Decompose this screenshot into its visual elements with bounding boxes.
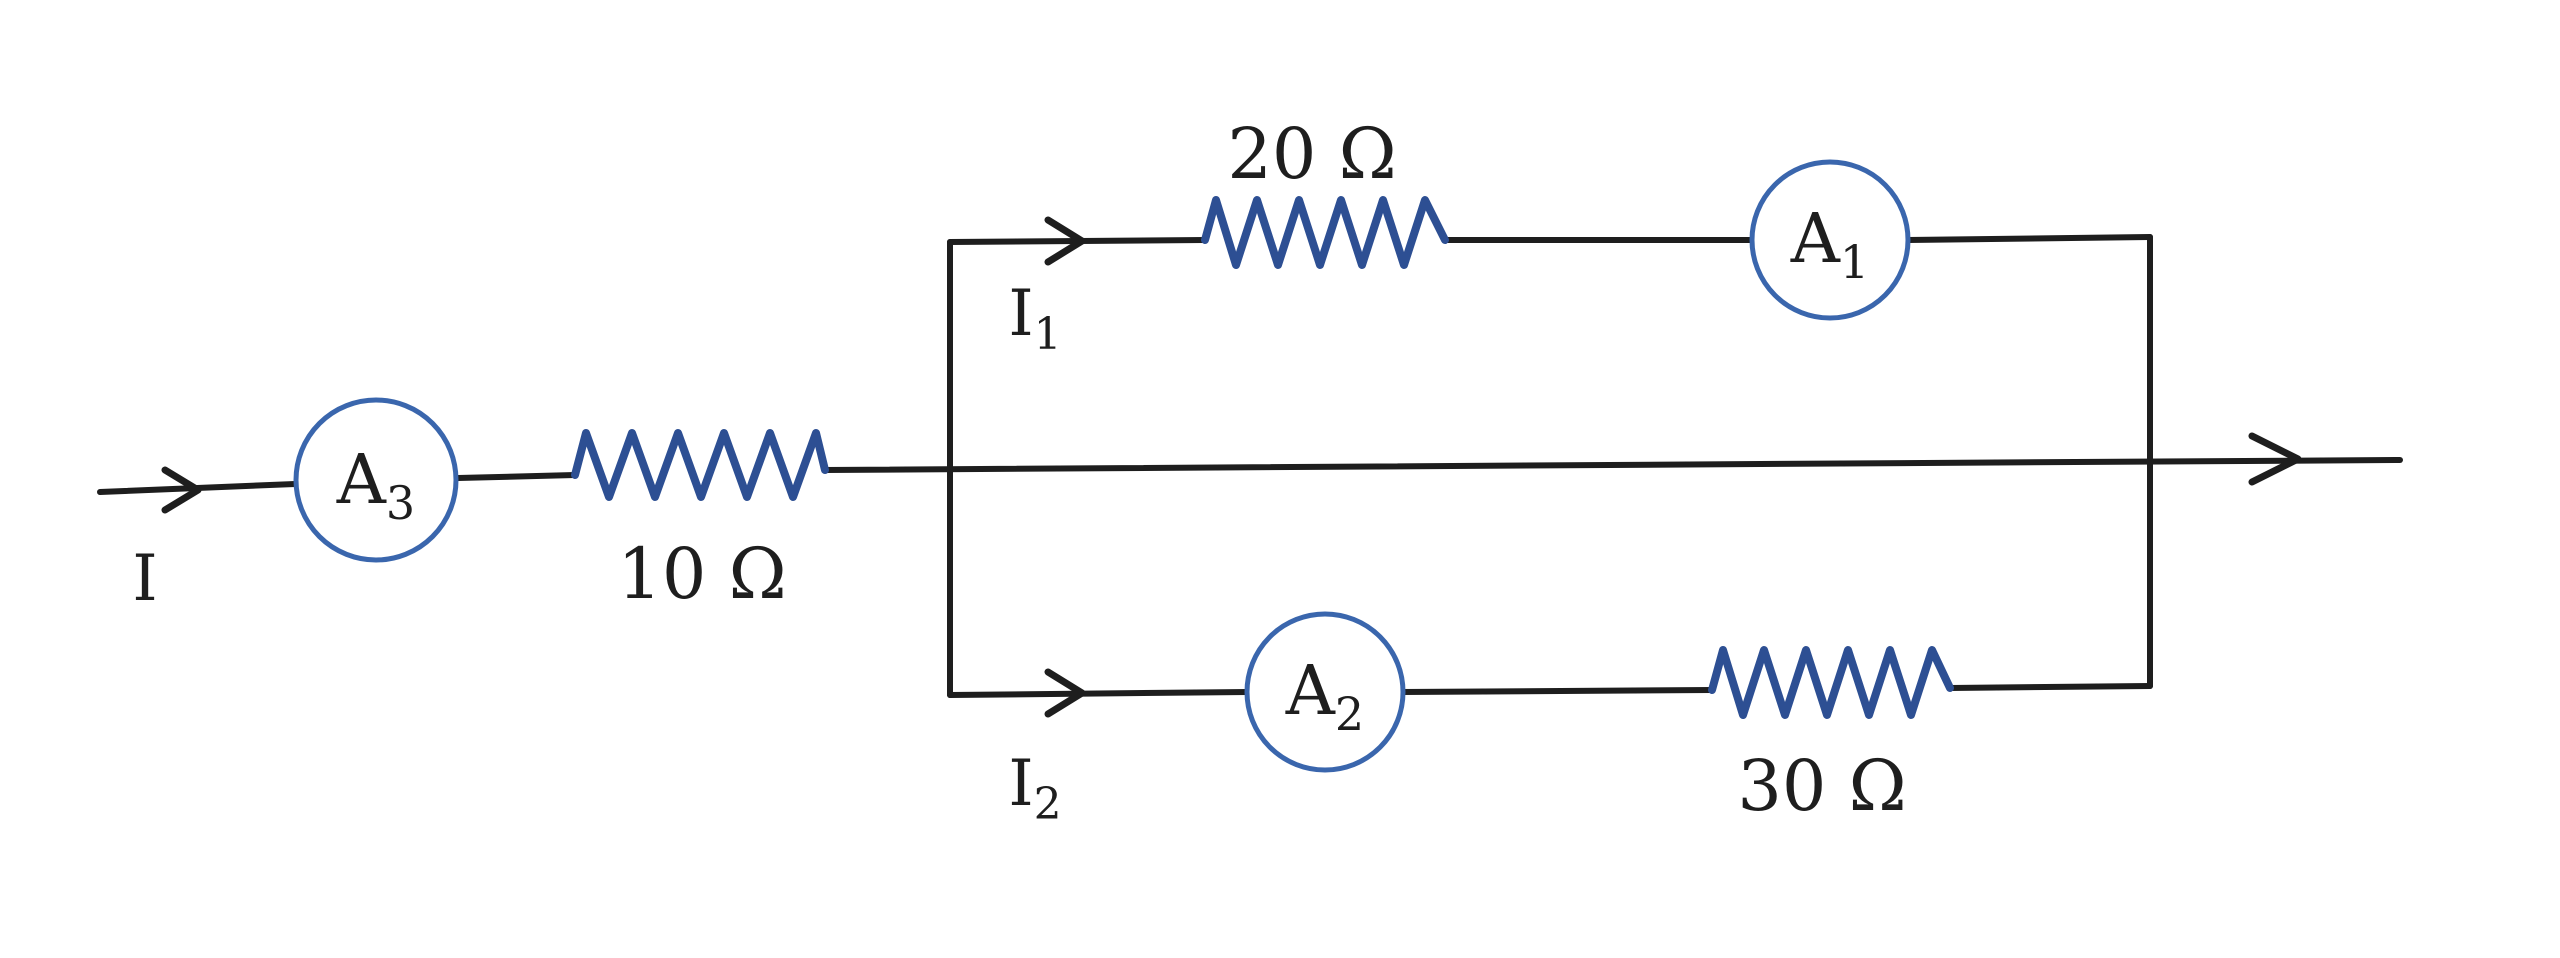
resistors (571, 196, 1954, 719)
current-i2-subscript: 2 (1034, 779, 1062, 830)
wire-top-right (1905, 234, 2153, 243)
arrow-output-icon (2248, 432, 2302, 486)
resistor-labels: 10 Ω 20 Ω 30 Ω (617, 113, 1906, 827)
label-30-ohm: 30 Ω (1737, 745, 1906, 827)
resistor-20-ohm (1201, 196, 1449, 269)
current-i1-subscript: 1 (1034, 309, 1062, 360)
arrow-input-icon (161, 466, 202, 514)
ammeter-a3: A3 (293, 397, 459, 563)
ammeter-a3-subscript: 3 (386, 476, 415, 530)
ammeter-a2-ring (1244, 611, 1406, 773)
arrow-bottom-branch-icon (1044, 668, 1086, 718)
label-20-ohm: 20 Ω (1227, 113, 1396, 195)
label-10-ohm: 10 Ω (617, 533, 786, 615)
svg-text:I: I (132, 542, 157, 616)
ammeter-a3-ring (293, 397, 459, 563)
wire-bottom-left (947, 689, 1251, 698)
current-arrows (161, 216, 2302, 718)
resistor-30-ohm (1708, 646, 1954, 719)
ammeter-a1: A1 (1749, 159, 1911, 321)
wire-a3-to-r10 (455, 472, 578, 481)
current-total-letter: I (132, 542, 157, 616)
ammeter-a1-ring (1749, 159, 1911, 321)
current-labels: I I1 I2 (132, 277, 1061, 830)
wire-main-through (822, 457, 2398, 473)
current-i1-letter: I (1008, 277, 1033, 351)
ammeter-a2-subscript: 2 (1335, 687, 1364, 741)
svg-text:I2: I2 (1008, 747, 1061, 830)
svg-text:I1: I1 (1008, 277, 1061, 360)
ammeter-a1-letter: A (1790, 200, 1841, 279)
ammeter-a1-subscript: 1 (1840, 235, 1869, 289)
arrow-top-branch-icon (1044, 216, 1086, 266)
svg-text:A1: A1 (1790, 200, 1869, 289)
current-i2-letter: I (1008, 747, 1033, 821)
resistor-10-ohm (571, 429, 829, 501)
ammeter-a2-letter: A (1285, 652, 1336, 731)
wire-bottom-middle (1399, 687, 1715, 695)
svg-text:A3: A3 (336, 441, 415, 530)
wire-bottom-right (1947, 683, 2153, 691)
svg-text:A2: A2 (1285, 652, 1364, 741)
ammeter-a2: A2 (1244, 611, 1406, 773)
ammeter-a3-letter: A (336, 441, 387, 520)
